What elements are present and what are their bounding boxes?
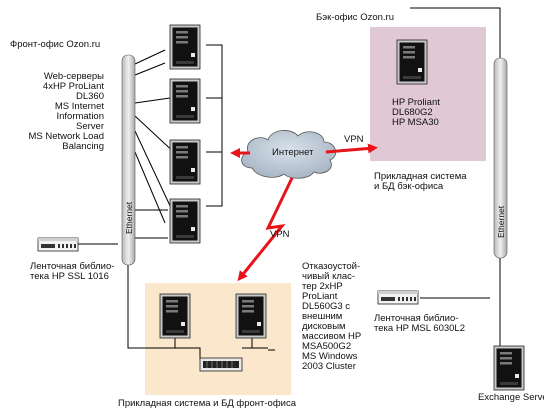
- back-office-title: Бэк-офис Ozon.ru: [316, 12, 394, 23]
- vpn-bottom-label: VPN: [270, 229, 290, 240]
- backoffice-server-label: HP Proliant DL680G2 HP MSA30: [392, 97, 440, 128]
- web-server-2-icon: [169, 78, 201, 124]
- connection-lines: [78, 7, 501, 360]
- tape-left-label: Ленточная библио- тека HP SSL 1016: [30, 261, 115, 282]
- front-office-title: Фронт-офис Ozon.ru: [10, 39, 101, 50]
- ethernet-left-label: Ethernet: [124, 201, 134, 234]
- vpn-arrows: [230, 143, 378, 282]
- tape-library-left-icon: [37, 237, 79, 252]
- cluster-server-1-icon: [159, 293, 191, 339]
- web-server-4-icon: [169, 198, 201, 244]
- ethernet-right-label: Ethernet: [496, 205, 506, 238]
- vpn-top-label: VPN: [344, 134, 364, 145]
- disk-array-icon: [199, 357, 243, 372]
- backoffice-server-icon: [396, 39, 428, 85]
- arrow-internet-to-cluster: [237, 177, 294, 282]
- tape-right-label: Ленточная библио- тека HP MSL 6030L2: [374, 313, 466, 334]
- ethernet-bar-right: [493, 57, 508, 259]
- ethernet-bar-left: [121, 54, 136, 266]
- exchange-server-icon: [493, 345, 525, 391]
- backoffice-caption: Прикладная система и БД бэк-офиса: [374, 171, 467, 192]
- internet-cloud-icon: [241, 130, 337, 179]
- exchange-label: Exchange Server: [478, 392, 544, 403]
- backoffice-area: [370, 27, 486, 161]
- frontoffice-caption: Прикладная система и БД фронт-офиса: [118, 398, 296, 409]
- arrow-internet-to-backoffice: [325, 143, 378, 154]
- internet-label: Интернет: [272, 147, 314, 158]
- cluster-description: Отказоустой- чивый клас- тер 2xHP ProLia…: [302, 261, 362, 372]
- tape-library-right-icon: [377, 290, 419, 305]
- web-server-1-icon: [169, 24, 201, 70]
- cluster-server-2-icon: [235, 293, 267, 339]
- web-servers-label: Web-серверы 4xHP ProLiant DL360 MS Inter…: [28, 71, 104, 152]
- web-server-3-icon: [169, 139, 201, 185]
